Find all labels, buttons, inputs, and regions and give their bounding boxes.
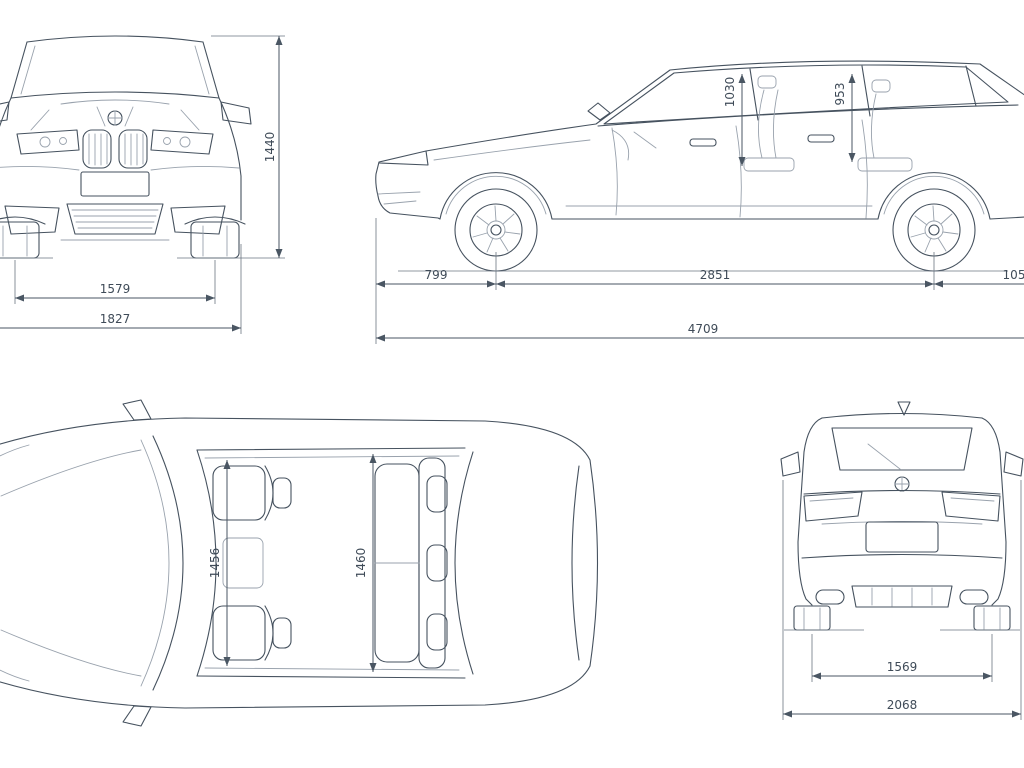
license-plate bbox=[80, 171, 150, 197]
top-dimensions: 1456 1460 bbox=[208, 454, 377, 672]
dim-label-rear-track: 1569 bbox=[887, 660, 918, 674]
license-plate bbox=[865, 521, 939, 553]
top-seats bbox=[212, 457, 448, 669]
rear-mirrors bbox=[780, 451, 1024, 477]
side-mirror bbox=[587, 102, 611, 121]
side-interior-dimensions: 1030 953 bbox=[723, 74, 856, 166]
dim-label-overall-length: 4709 bbox=[688, 322, 719, 336]
kidney-grille-right bbox=[118, 129, 148, 169]
dim-label-front-track: 1579 bbox=[100, 282, 131, 296]
side-dimensions: 799 2851 105 4709 bbox=[375, 218, 1024, 344]
top-view-drawing: 1456 1460 bbox=[0, 399, 599, 727]
front-view: 1440 1579 1827 bbox=[0, 6, 305, 340]
door-handle-front bbox=[689, 138, 717, 147]
front-car-outline bbox=[0, 35, 252, 225]
dim-label-rear-overhang: 105 bbox=[1003, 268, 1024, 282]
dim-label-front-headroom: 1030 bbox=[723, 77, 737, 108]
top-mirrors bbox=[122, 399, 152, 727]
kidney-grille-left bbox=[82, 129, 112, 169]
dim-label-rear-headroom: 953 bbox=[833, 83, 847, 106]
rear-wheels bbox=[784, 605, 1020, 631]
rear-dimensions: 1569 2068 bbox=[782, 480, 1022, 720]
dim-label-body-width: 1827 bbox=[100, 312, 131, 326]
taillights bbox=[803, 491, 1001, 522]
top-view: 1456 1460 bbox=[0, 388, 645, 768]
dim-label-rear-interior-width: 1460 bbox=[354, 548, 368, 579]
side-view-drawing: 1030 953 799 2851 105 4709 bbox=[375, 60, 1024, 344]
rear-car-outline bbox=[780, 401, 1024, 608]
rear-window bbox=[831, 427, 973, 471]
side-interior bbox=[611, 75, 913, 172]
rear-view-drawing: 1569 2068 bbox=[780, 401, 1024, 720]
front-wheels bbox=[0, 221, 253, 259]
dim-label-front-interior-width: 1456 bbox=[208, 548, 222, 579]
top-car-outline bbox=[0, 399, 599, 727]
front-dimensions: 1440 1579 1827 bbox=[0, 35, 285, 334]
side-car-outline bbox=[375, 60, 1024, 220]
side-glasshouse bbox=[603, 64, 1009, 125]
side-wheels bbox=[454, 188, 976, 272]
front-view-drawing: 1440 1579 1827 bbox=[0, 35, 285, 334]
front-mirrors bbox=[0, 101, 252, 125]
dim-label-front-overhang: 799 bbox=[425, 268, 448, 282]
dim-label-height: 1440 bbox=[263, 132, 277, 163]
rear-view: 1569 2068 bbox=[752, 390, 1024, 735]
front-lights-grille bbox=[16, 99, 214, 169]
headlight-left bbox=[16, 129, 80, 155]
diffuser bbox=[851, 585, 953, 608]
exhaust-right bbox=[959, 589, 989, 605]
side-view: 1030 953 799 2851 105 4709 bbox=[368, 8, 1024, 353]
door-handle-rear bbox=[807, 134, 835, 143]
center-intake bbox=[66, 203, 164, 235]
exhaust-left bbox=[815, 589, 845, 605]
roof-antenna-fin bbox=[897, 401, 911, 416]
front-bumper bbox=[0, 165, 240, 241]
dim-label-width-with-mirrors: 2068 bbox=[887, 698, 918, 712]
dim-label-wheelbase: 2851 bbox=[700, 268, 731, 282]
headlight-right bbox=[150, 129, 214, 155]
